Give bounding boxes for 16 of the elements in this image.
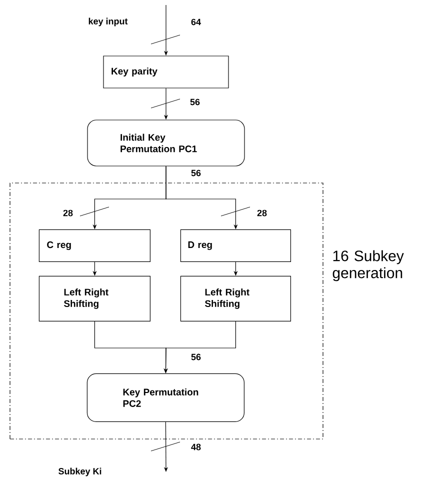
- edge-label: 48: [190, 442, 202, 452]
- process-box: Key parity: [103, 56, 229, 88]
- edge-label: 28: [62, 208, 74, 218]
- edge-label: 56: [189, 98, 201, 106]
- bus-width: 56: [190, 352, 202, 362]
- process-box: Left Right Shifting: [180, 276, 291, 322]
- group-title: 16 Subkey generation: [332, 250, 404, 282]
- rounded-box: Initial Key Permutation PC1: [87, 120, 245, 166]
- process-box: Left Right Shifting: [38, 276, 150, 322]
- process-box: C reg: [38, 229, 150, 262]
- rounded-box: Key Permutation PC2: [86, 373, 244, 422]
- signal-name: key input: [87, 16, 129, 28]
- process-box: D reg: [180, 229, 291, 262]
- edge-label: 28: [256, 208, 268, 218]
- signal-name: Subkey Ki: [57, 466, 103, 477]
- edge-label: 64: [190, 18, 202, 26]
